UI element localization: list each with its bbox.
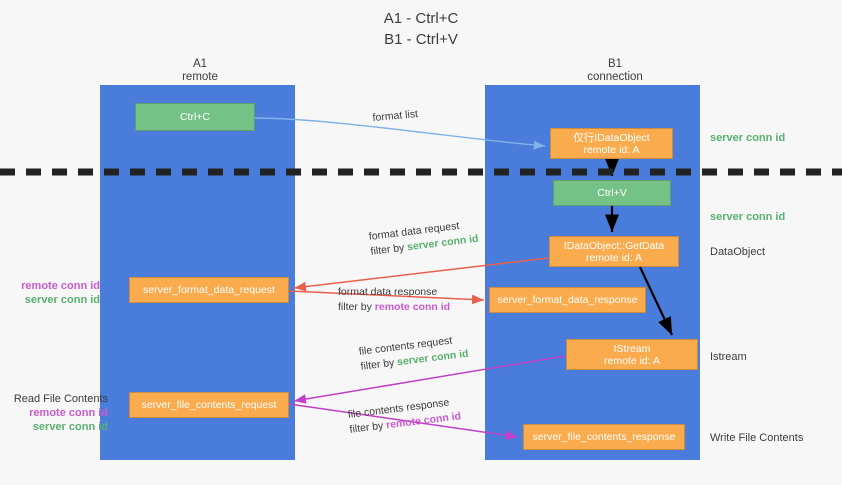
filter-value-remote-conn-id-1: remote conn id bbox=[374, 301, 451, 313]
arrow-getdata-to-istream bbox=[639, 266, 673, 336]
edge-label-format-list-text: format list bbox=[372, 108, 419, 124]
side-label-server-conn-id-2: server conn id bbox=[32, 421, 108, 433]
arrow-file-contents-response bbox=[288, 403, 519, 441]
side-label-dataobject: DataObject bbox=[710, 246, 766, 258]
node-istream-line-2: remote id: A bbox=[603, 354, 661, 367]
lane-a1-name: A1 bbox=[192, 58, 208, 70]
filter-by-text-4: filter by bbox=[348, 419, 385, 436]
side-label-conn-ids-upper: remote conn id server conn id bbox=[8, 279, 100, 307]
lane-header-b1: B1 connection bbox=[545, 58, 685, 84]
side-label-read-file-contents-group: Read File Contents remote conn id server… bbox=[8, 392, 108, 434]
node-server-file-contents-response[interactable]: server_file_contents_response bbox=[523, 424, 685, 450]
node-getdata-line-1: IDataObject::GetData bbox=[563, 239, 665, 252]
filter-by-text-3: filter by bbox=[359, 356, 396, 373]
arrow-format-list bbox=[254, 117, 546, 150]
node-idataobject[interactable]: 仅行IDataObject remote id: A bbox=[550, 128, 673, 159]
node-server-file-contents-request-label: server_file_contents_request bbox=[141, 399, 277, 411]
node-idataobject-line-2: remote id: A bbox=[583, 143, 640, 156]
lane-header-a1: A1 remote bbox=[130, 58, 270, 84]
title-line-2: B1 - Ctrl+V bbox=[384, 31, 458, 48]
side-label-server-conn-id-top: server conn id bbox=[710, 132, 786, 144]
filter-by-text-2: filter by bbox=[338, 301, 372, 313]
side-label-write-file-contents: Write File Contents bbox=[710, 432, 804, 444]
side-label-read-file-contents: Read File Contents bbox=[13, 393, 108, 405]
node-getdata-line-2: remote id: A bbox=[585, 251, 642, 264]
node-server-format-data-request[interactable]: server_format_data_request bbox=[129, 277, 289, 303]
lane-a1-sub: remote bbox=[182, 71, 218, 83]
side-label-remote-conn-id-2: remote conn id bbox=[29, 407, 108, 419]
side-label-server-conn-id-mid: server conn id bbox=[710, 211, 786, 223]
node-server-format-data-response-label: server_format_data_response bbox=[497, 294, 638, 306]
node-ctrl-c-label: Ctrl+C bbox=[179, 111, 211, 123]
side-label-remote-conn-id-1: remote conn id bbox=[21, 280, 100, 292]
node-server-file-contents-request[interactable]: server_file_contents_request bbox=[129, 392, 289, 418]
node-idataobject-line-1: 仅行IDataObject bbox=[573, 131, 650, 144]
node-ctrl-v[interactable]: Ctrl+V bbox=[553, 180, 671, 206]
node-ctrl-c[interactable]: Ctrl+C bbox=[135, 103, 255, 131]
node-istream-line-1: IStream bbox=[613, 342, 651, 355]
arrow-format-data-response bbox=[288, 290, 485, 305]
arrow-format-data-request bbox=[293, 257, 549, 292]
node-server-format-data-response[interactable]: server_format_data_response bbox=[489, 287, 646, 313]
arrow-file-contents-request bbox=[293, 355, 566, 404]
lane-b1-name: B1 bbox=[607, 58, 623, 70]
edge-label-format-data-response-text: format data response bbox=[338, 286, 438, 298]
node-ctrl-v-label: Ctrl+V bbox=[597, 187, 627, 199]
title-line-1: A1 - Ctrl+C bbox=[383, 10, 459, 27]
side-label-server-conn-id-1: server conn id bbox=[24, 294, 100, 306]
node-idataobject-getdata[interactable]: IDataObject::GetData remote id: A bbox=[549, 236, 679, 267]
node-server-format-data-request-label: server_format_data_request bbox=[143, 284, 275, 296]
side-label-istream: Istream bbox=[710, 351, 747, 363]
edge-label-format-data-response: format data response filter by remote co… bbox=[338, 285, 450, 315]
filter-by-text-1: filter by bbox=[369, 241, 406, 258]
page-title: A1 - Ctrl+C B1 - Ctrl+V bbox=[0, 8, 842, 50]
node-server-file-contents-response-label: server_file_contents_response bbox=[532, 431, 676, 443]
lane-b1-sub: connection bbox=[587, 71, 643, 83]
node-istream[interactable]: IStream remote id: A bbox=[566, 339, 698, 370]
